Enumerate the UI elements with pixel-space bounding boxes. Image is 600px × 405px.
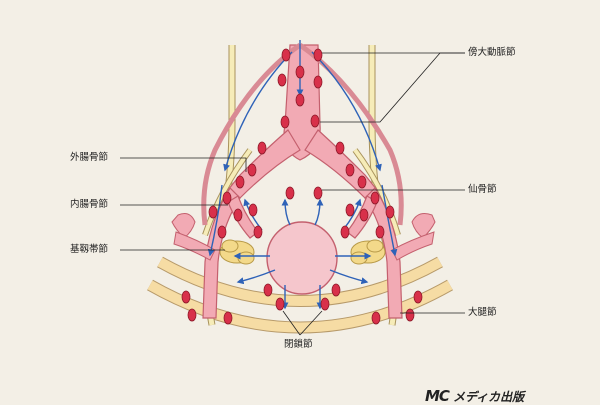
label-external-iliac-nodes: 外腸骨節 <box>70 152 109 163</box>
node-para-aortic <box>313 48 323 62</box>
node-internal-iliac <box>370 191 380 205</box>
node-femoral <box>405 308 415 322</box>
node-external-iliac <box>235 175 245 189</box>
node-obturator <box>263 283 273 297</box>
node-internal-iliac <box>233 208 243 222</box>
node-internal-iliac <box>248 203 258 217</box>
node-femoral <box>413 290 423 304</box>
node-external-iliac <box>357 175 367 189</box>
node-para-aortic <box>295 93 305 107</box>
node-parametrial <box>375 225 385 239</box>
node-external-iliac <box>345 163 355 177</box>
node-para-aortic <box>313 75 323 89</box>
node-femoral <box>181 290 191 304</box>
label-femoral-nodes: 大腿節 <box>468 307 497 318</box>
node-internal-iliac <box>345 203 355 217</box>
node-external-iliac <box>247 163 257 177</box>
fimbriae <box>171 213 436 261</box>
node-para-aortic <box>310 114 320 128</box>
label-obturator-nodes: 閉鎖節 <box>284 339 313 350</box>
node-sacral <box>285 186 295 200</box>
label-parametrial-nodes: 基靱帯節 <box>70 244 109 255</box>
node-femoral <box>371 311 381 325</box>
node-obturator <box>275 297 285 311</box>
node-para-aortic <box>277 73 287 87</box>
node-parametrial <box>253 225 263 239</box>
label-internal-iliac-nodes: 内腸骨節 <box>70 199 109 210</box>
node-parametrial <box>340 225 350 239</box>
node-para-aortic <box>280 115 290 129</box>
uterus <box>266 221 338 295</box>
node-femoral <box>187 308 197 322</box>
node-internal-iliac <box>208 205 218 219</box>
cardinal-ligament-tissue <box>219 239 386 265</box>
node-sacral <box>313 186 323 200</box>
node-common-iliac <box>335 141 345 155</box>
node-para-aortic <box>295 65 305 79</box>
node-obturator <box>331 283 341 297</box>
lymph-nodes <box>181 48 423 325</box>
label-sacral-nodes: 仙骨節 <box>468 184 497 195</box>
node-obturator <box>320 297 330 311</box>
node-parametrial <box>217 225 227 239</box>
label-para-aortic-nodes: 傍大動脈節 <box>468 47 516 58</box>
node-internal-iliac <box>222 191 232 205</box>
node-internal-iliac <box>385 205 395 219</box>
node-internal-iliac <box>359 208 369 222</box>
publisher-mark: MC <box>425 387 450 405</box>
publisher-name: メディカ出版 <box>452 390 525 404</box>
node-common-iliac <box>257 141 267 155</box>
leader-lines <box>120 52 465 336</box>
node-femoral <box>223 311 233 325</box>
pelvic-floor-bands <box>147 256 453 334</box>
node-para-aortic <box>281 48 291 62</box>
